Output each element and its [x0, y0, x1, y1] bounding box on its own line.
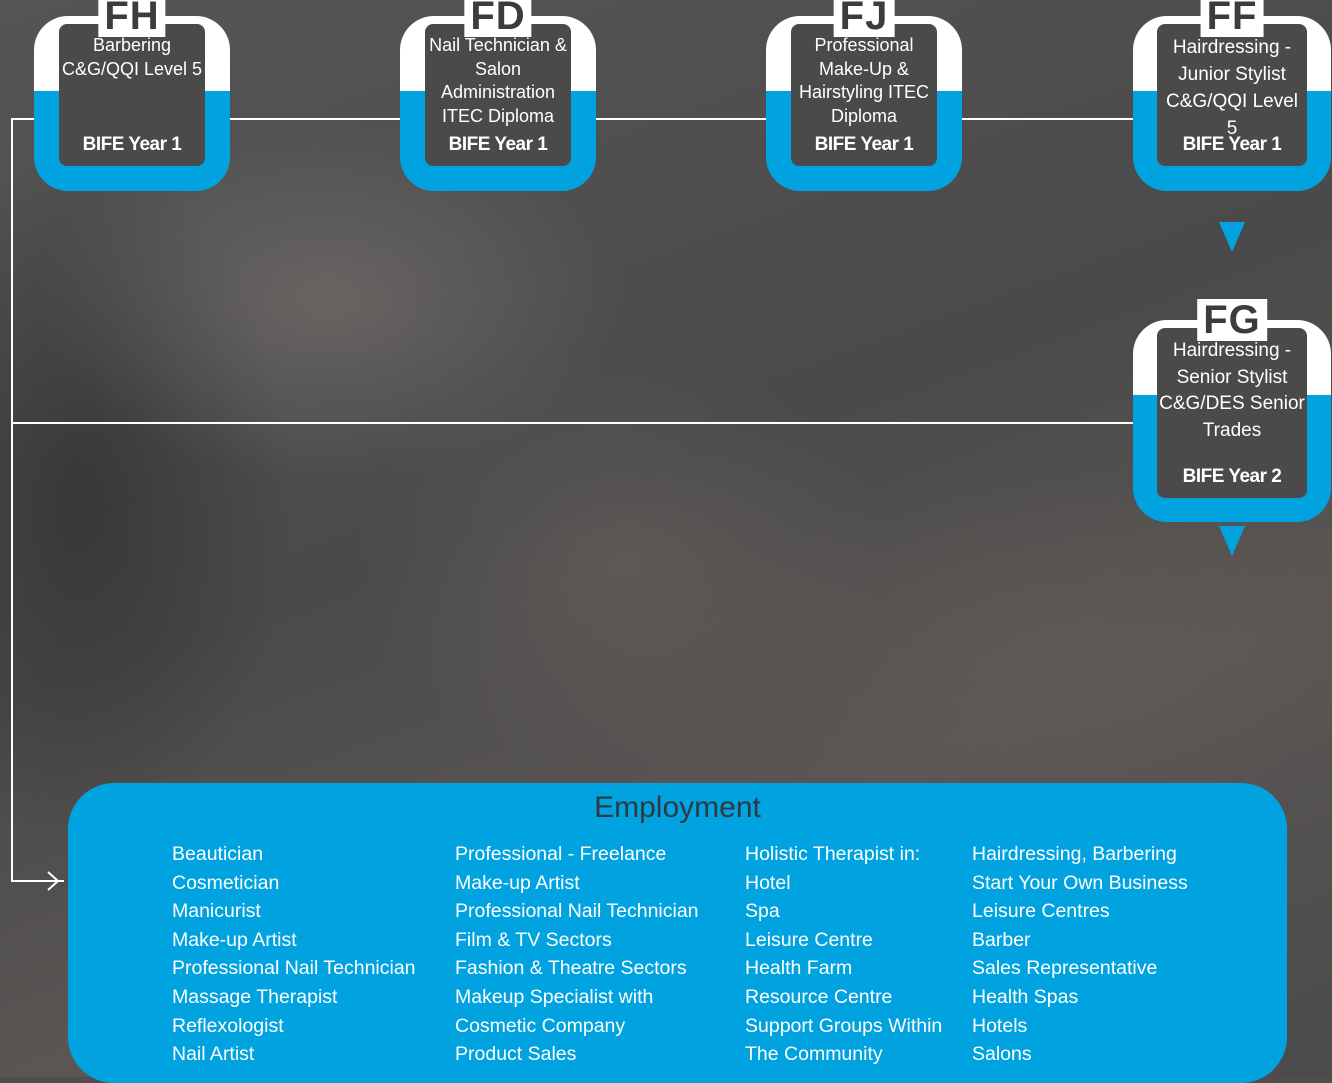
list-item: Makeup Specialist with: [455, 985, 654, 1008]
course-pointer-fg: [1219, 526, 1245, 556]
connector-left-trunk: [11, 118, 64, 882]
list-item: Professional - Freelance: [455, 843, 667, 865]
list-item: Fashion & Theatre Sectors: [455, 957, 687, 980]
employment-panel: Employment Beautician Cosmetician Manicu…: [68, 783, 1287, 1083]
list-item: Support Groups Within: [745, 1014, 943, 1037]
list-item: Hotel: [745, 871, 791, 894]
course-card-ff: Hairdressing - Junior Stylist C&G/QQI Le…: [1133, 0, 1331, 191]
course-card-fh: Barbering C&G/QQI Level 5 BIFE Year 1 FH: [34, 0, 230, 191]
list-item: Health Spas: [972, 985, 1079, 1008]
list-item: Make-up Artist: [455, 871, 580, 894]
course-pointer-ff: [1219, 222, 1245, 252]
list-item: Cosmetic Company: [455, 1014, 626, 1037]
list-item: Reflexologist: [172, 1014, 284, 1037]
course-card-body: Hairdressing - Senior Stylist C&G/DES Se…: [1157, 328, 1307, 498]
list-item: The Community: [745, 1043, 883, 1066]
course-year: BIFE Year 1: [448, 134, 548, 155]
list-item: Product Sales: [455, 1043, 577, 1066]
list-item: Leisure Centre: [745, 928, 873, 951]
list-item: Cosmetician: [172, 871, 280, 894]
course-card-body: Nail Technician & Salon Administration I…: [425, 24, 571, 166]
list-item: Nail Artist: [172, 1043, 255, 1066]
list-item: Manicurist: [172, 900, 261, 923]
course-card-body: Barbering C&G/QQI Level 5 BIFE Year 1: [59, 24, 205, 166]
list-item: Start Your Own Business: [972, 871, 1188, 894]
course-card-body: Professional Make-Up & Hairstyling ITEC …: [791, 24, 937, 166]
list-item: Film & TV Sectors: [455, 928, 612, 951]
employment-column-2: Professional - Freelance Make-up Artist …: [455, 840, 699, 1069]
list-item: Hairdressing, Barbering: [972, 843, 1177, 865]
employment-column-4: Hairdressing, Barbering Start Your Own B…: [972, 840, 1188, 1069]
list-item: Health Farm: [745, 957, 853, 980]
course-code: FF: [1200, 0, 1264, 37]
employment-heading: Employment: [594, 791, 761, 824]
list-item: Leisure Centres: [972, 900, 1110, 923]
course-code: FH: [98, 0, 166, 37]
course-title: Barbering C&G/QQI Level 5: [61, 35, 203, 79]
course-card-body: Hairdressing - Junior Stylist C&G/QQI Le…: [1157, 24, 1307, 166]
course-card-fd: Nail Technician & Salon Administration I…: [400, 0, 596, 191]
course-title: Nail Technician & Salon Administration I…: [429, 35, 567, 126]
list-item: Holistic Therapist in:: [745, 843, 921, 865]
course-title: Professional Make-Up & Hairstyling ITEC …: [798, 35, 930, 126]
course-year: BIFE Year 1: [82, 134, 182, 155]
course-year: BIFE Year 2: [1182, 466, 1282, 487]
list-item: Hotels: [972, 1014, 1028, 1037]
course-title: Hairdressing - Senior Stylist C&G/DES Se…: [1159, 340, 1305, 441]
course-title: Hairdressing - Junior Stylist C&G/QQI Le…: [1166, 37, 1298, 139]
course-card-fj: Professional Make-Up & Hairstyling ITEC …: [766, 0, 962, 191]
list-item: Salons: [972, 1043, 1032, 1066]
course-year: BIFE Year 1: [814, 134, 914, 155]
course-code: FG: [1197, 299, 1267, 341]
employment-column-3: Holistic Therapist in: Hotel Spa Leisure…: [745, 840, 942, 1069]
list-item: Beautician: [172, 843, 264, 865]
list-item: Professional Nail Technician: [455, 900, 699, 923]
list-item: Spa: [745, 900, 780, 923]
employment-column-1: Beautician Cosmetician Manicurist Make-u…: [172, 840, 416, 1069]
list-item: Professional Nail Technician: [172, 957, 416, 980]
arrow-head: [47, 871, 60, 891]
course-code: FJ: [833, 0, 895, 37]
list-item: Sales Representative: [972, 957, 1158, 980]
course-card-fg: Hairdressing - Senior Stylist C&G/DES Se…: [1133, 299, 1331, 522]
course-code: FD: [464, 0, 532, 37]
list-item: Make-up Artist: [172, 928, 297, 951]
list-item: Massage Therapist: [172, 985, 338, 1008]
list-item: Resource Centre: [745, 985, 893, 1008]
course-year: BIFE Year 1: [1182, 134, 1282, 155]
list-item: Barber: [972, 928, 1031, 951]
